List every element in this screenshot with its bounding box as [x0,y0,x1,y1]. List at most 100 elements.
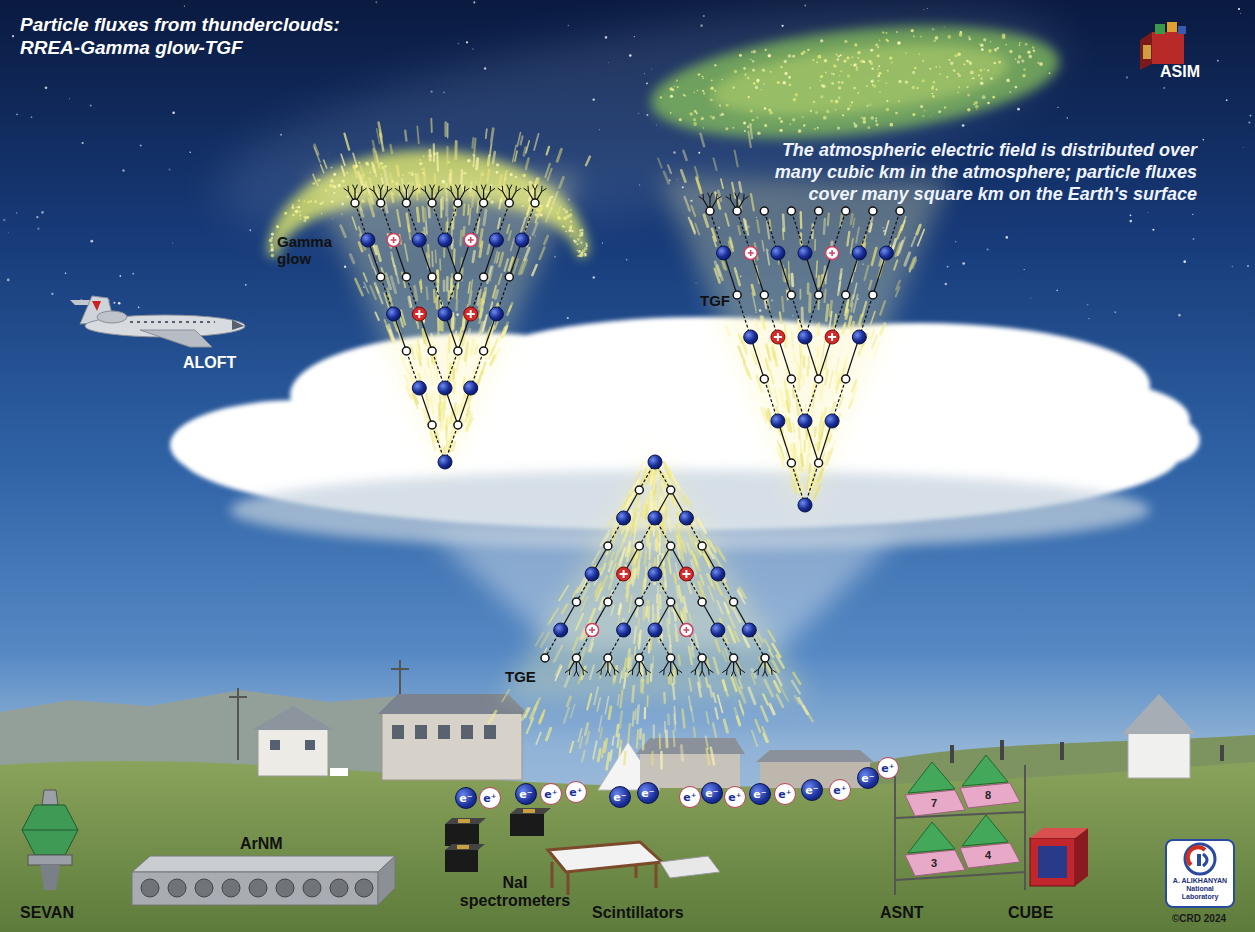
gamma-streak [589,638,593,652]
star [140,144,142,146]
gamma-streak [431,370,433,385]
gamma-streak [498,218,500,228]
gamma-streak [708,540,715,552]
gamma-streak [417,208,419,222]
speckle [867,105,869,107]
gamma-streak [525,708,529,717]
gamma-streak [739,182,741,192]
speckle [912,86,915,89]
thundercloud [170,317,1200,650]
gamma-streak [418,175,420,193]
gamma-streak [665,570,666,587]
buildings [1000,740,1004,760]
speckle [968,61,970,63]
star [1129,220,1132,223]
gamma-streak [774,387,778,404]
speckle [319,203,321,205]
gamma-streak [798,460,800,470]
star [172,242,173,243]
speckle [570,221,572,223]
star [1247,265,1249,267]
gamma-streak [735,708,739,723]
gamma-streak [463,204,466,215]
star [1057,107,1058,108]
gamma-streak [828,214,829,226]
gamma-streak [425,369,427,377]
gamma-streak [856,228,859,243]
gamma-streak [379,123,382,138]
gamma-streak [620,690,622,707]
star [651,68,653,70]
gamma-streak [468,329,470,342]
gamma-streak [484,210,486,225]
star [31,116,33,118]
gamma-streak [701,134,705,147]
star [962,124,965,127]
buildings [438,725,450,739]
speckle [779,129,782,132]
speckle [875,120,877,122]
gamma-streak [507,225,509,233]
gamma-streak [384,293,388,307]
gamma-streak [553,192,558,204]
gamma-streak [757,220,759,232]
buildings [258,728,328,776]
gamma-streak [601,564,605,574]
gamma-streak [839,396,843,408]
gamma-streak [683,541,686,553]
buildings [392,725,404,739]
glow-haze [310,174,950,698]
gamma-streak [801,454,803,466]
gamma-streak [431,252,433,267]
star [1250,115,1252,117]
star [484,67,486,69]
speckle [886,32,888,34]
gamma-streak [917,225,921,234]
speckle [879,40,880,41]
gamma-streak [499,274,502,284]
speckle [300,218,301,219]
gamma-streak [796,444,799,461]
gamma-streak [428,359,430,368]
gamma-streak [814,427,817,436]
gamma-streak [480,242,482,257]
glow-haze [661,179,949,517]
gamma-streak [795,696,799,703]
gamma-streak [768,361,771,375]
speckle [303,200,305,202]
gamma-streak [669,557,671,573]
gamma-streak [679,585,682,602]
speckle [891,61,893,63]
speckle [801,52,804,55]
gamma-streak [880,301,885,315]
speckle [882,32,884,34]
speckle [562,225,564,227]
speckle [838,81,840,83]
star [82,142,84,144]
gamma-streak [910,257,916,271]
speckle [1032,46,1034,48]
speckle [857,57,859,59]
gamma-streak [679,534,682,548]
speckle [979,43,980,44]
buildings [1128,732,1190,778]
speckle [768,54,772,58]
star [605,36,608,39]
gamma-streak [353,153,357,165]
speckle [721,79,723,81]
speckle [1033,50,1035,52]
star [1030,297,1032,299]
gamma-streak [738,589,743,597]
gamma-streak [624,673,626,688]
gamma-streak [427,340,428,349]
star [172,111,174,113]
speckle [292,204,294,206]
speckle [807,49,809,51]
star [1130,214,1132,216]
gamma-streak [427,287,428,299]
speckle [784,72,787,75]
speckle [939,66,941,68]
gamma-streak [436,153,439,171]
star [1067,117,1068,118]
speckle [968,36,970,38]
